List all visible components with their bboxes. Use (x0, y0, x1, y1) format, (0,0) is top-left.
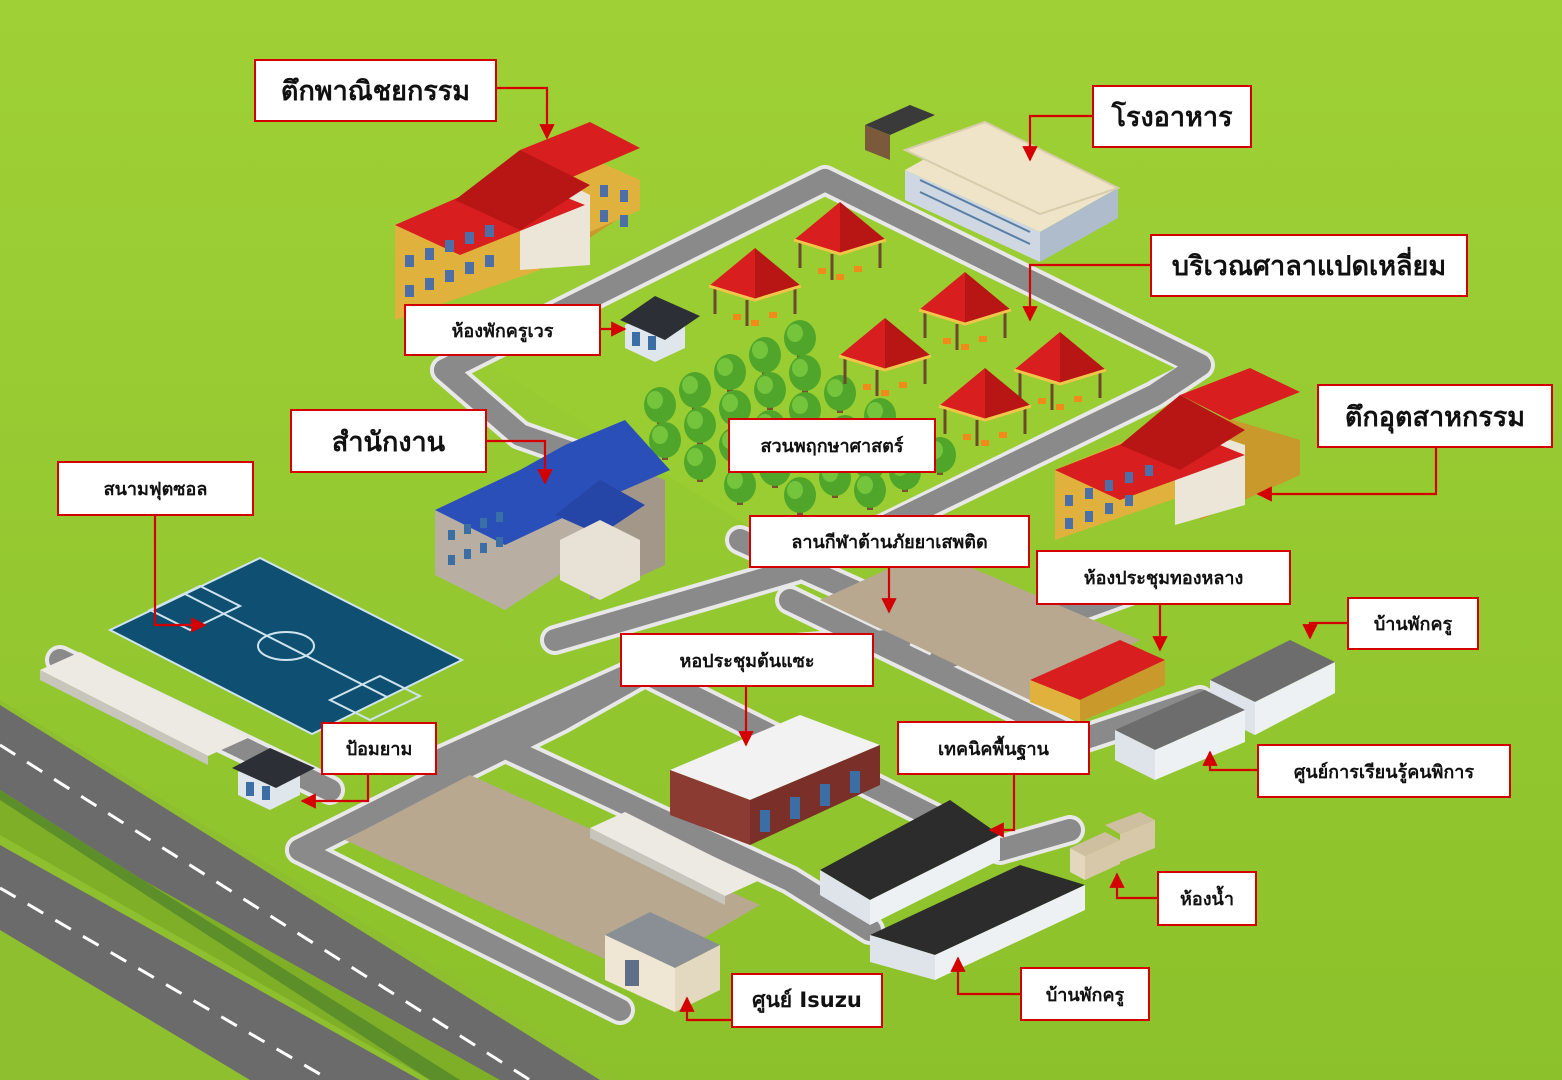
label-text: ห้องพักครูเวร (451, 320, 554, 342)
arrow-icon (497, 86, 555, 140)
tree-icon (824, 375, 856, 413)
tree-icon (684, 407, 716, 445)
label-text: บ้านพักครู (1373, 614, 1453, 635)
label-text: สำนักงาน (331, 426, 446, 458)
arrow-icon (950, 956, 1020, 996)
label-basic-technique[interactable]: เทคนิคพื้นฐาน (897, 721, 1090, 775)
label-special-learning-center[interactable]: ศูนย์การเรียนรู้คนพิการ (1257, 744, 1511, 798)
industrial-building (1055, 368, 1300, 540)
guard-post (232, 748, 315, 810)
tree-icon (714, 354, 746, 392)
label-text: ห้องน้ำ (1180, 889, 1234, 910)
label-anti-drug-sports-ground[interactable]: ลานกีฬาต้านภัยยาเสพติด (749, 515, 1030, 568)
arrow-icon (153, 515, 207, 633)
label-text: สวนพฤกษาศาสตร์ (760, 436, 904, 457)
label-text: เทคนิคพื้นฐาน (938, 738, 1049, 760)
special-learning-center-building (1115, 690, 1245, 780)
label-restroom[interactable]: ห้องน้ำ (1157, 871, 1257, 926)
pavilion-icon (793, 202, 887, 280)
label-duty-teacher-room[interactable]: ห้องพักครูเวร (404, 304, 601, 356)
pavilion-icon (838, 318, 932, 396)
sheds (40, 652, 760, 905)
tree-icon (749, 337, 781, 375)
pavilion-icon (938, 368, 1032, 446)
restroom-building (1070, 812, 1155, 880)
arrow-icon (1022, 263, 1150, 322)
label-text: บ้านพักครู (1045, 984, 1125, 1006)
pavilion-icon (918, 272, 1012, 350)
arrow-icon (300, 775, 370, 809)
arrow-icon (1302, 621, 1347, 640)
label-botanical-garden[interactable]: สวนพฤกษาศาสตร์ (728, 418, 936, 473)
label-text: ลานกีฬาต้านภัยยาเสพติด (791, 532, 988, 553)
tree-icon (679, 372, 711, 410)
anti-drug-sports-ground (820, 550, 1140, 700)
tree-icon (724, 467, 756, 505)
label-futsal-field[interactable]: สนามฟุตซอล (57, 461, 254, 516)
duty-teacher-room (620, 296, 700, 362)
label-octagon-pavilion-area[interactable]: บริเวณศาลาแปดเหลี่ยม (1150, 234, 1468, 297)
arrow-icon (679, 996, 731, 1022)
label-thonglang-meeting-room[interactable]: ห้องประชุมทองหลาง (1036, 550, 1291, 605)
label-teacher-house-east[interactable]: บ้านพักครู (1347, 597, 1479, 650)
label-office[interactable]: สำนักงาน (290, 409, 487, 473)
label-commerce-building[interactable]: ตึกพาณิชยกรรม (254, 59, 497, 122)
canteen-building (865, 105, 1121, 262)
arrow-icon (988, 775, 1016, 838)
tonsae-meeting-hall (670, 715, 880, 845)
label-text: หอประชุมต้นแซะ (679, 650, 815, 672)
label-industrial-building[interactable]: ตึกอุตสาหกรรม (1317, 384, 1553, 448)
label-text: โรงอาหาร (1111, 102, 1233, 133)
futsal-field (107, 556, 465, 736)
label-text: ป้อมยาม (345, 739, 413, 760)
tree-icon (789, 355, 821, 393)
isuzu-center-building (605, 912, 720, 1012)
label-canteen[interactable]: โรงอาหาร (1092, 85, 1252, 148)
arrow-icon (1256, 448, 1438, 502)
basic-technique-buildings (820, 800, 1085, 980)
tree-icon (784, 320, 816, 358)
pavilion-icon (1013, 332, 1107, 410)
label-text: ห้องประชุมทองหลาง (1083, 568, 1244, 589)
tree-icon (644, 387, 676, 425)
label-guard-post[interactable]: ป้อมยาม (321, 722, 437, 775)
tree-icon (784, 477, 816, 515)
label-text: ตึกพาณิชยกรรม (280, 76, 471, 107)
leader-arrows (153, 86, 1438, 1022)
arrow-icon (1202, 750, 1257, 772)
commerce-building (395, 122, 640, 320)
tree-icon (854, 472, 886, 510)
label-text: บริเวณศาลาแปดเหลี่ยม (1171, 251, 1447, 282)
tree-icon (649, 422, 681, 460)
highway (0, 700, 620, 1080)
arrow-icon (1109, 872, 1157, 900)
thonglang-meeting-room (1030, 640, 1165, 722)
tree-icon (684, 444, 716, 482)
label-text: สนามฟุตซอล (103, 479, 208, 500)
label-text: ศูนย์การเรียนรู้คนพิการ (1293, 761, 1475, 783)
tree-icon (754, 372, 786, 410)
arrow-icon (487, 439, 553, 485)
octagon-pavilions (708, 202, 1107, 446)
label-text: ตึกอุตสาหกรรม (1344, 401, 1526, 433)
label-isuzu-center[interactable]: ศูนย์ Isuzu (731, 973, 883, 1028)
label-tonsae-meeting-hall[interactable]: หอประชุมต้นแซะ (620, 633, 874, 687)
label-text: ศูนย์ Isuzu (752, 988, 862, 1012)
arrow-icon (1022, 114, 1092, 162)
label-teacher-house-south[interactable]: บ้านพักครู (1020, 967, 1150, 1021)
pavilion-icon (708, 248, 802, 326)
